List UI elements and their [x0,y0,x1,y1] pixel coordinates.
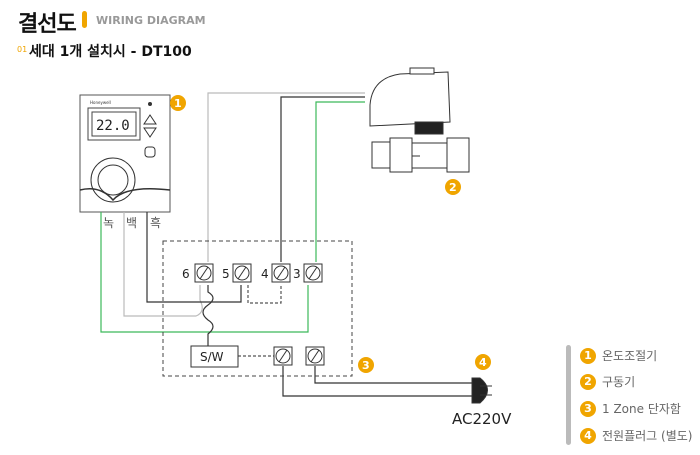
wire-label-white: 백 [126,216,138,230]
svg-text:2: 2 [449,181,457,194]
wire-label-black: 흑 [150,216,162,230]
svg-text:1: 1 [174,97,182,110]
section-number: 01 [17,45,28,54]
terminal-3-label: 3 [293,267,301,281]
badge-2: 2 [445,179,461,195]
power-plug-icon [471,377,492,404]
terminal-box [162,240,353,377]
terminal-5-label: 5 [222,267,230,281]
thermostat: 22.0 Honeywell [79,94,171,213]
switch-label: S/W [200,350,224,364]
power-wire-1 [282,366,472,397]
white-wire [123,212,203,317]
white-wire-valve [207,92,365,262]
title-accent-bar [82,11,87,28]
black-wire [146,212,242,303]
svg-text:4: 4 [479,356,487,369]
terminal-4-label: 4 [261,267,269,281]
badge-4: 4 [475,354,491,370]
thermostat-display: 22.0 [96,118,130,134]
page-title: 결선도 [18,12,77,37]
terminals [190,263,325,368]
page-subtitle: WIRING DIAGRAM [96,14,206,27]
badge-3: 3 [358,357,374,373]
power-label: AC220V [452,410,512,428]
power-wire-2 [314,366,472,384]
jumper-5-4 [247,285,282,304]
green-wire-valve [315,101,365,262]
sw-wire [202,285,214,346]
valve-actuator [369,67,470,173]
badge-1: 1 [170,95,186,111]
svg-text:3: 3 [362,359,370,372]
svg-text:Honeywell: Honeywell [90,100,111,105]
wire-label-green: 녹 [103,216,115,230]
black-wire-valve [280,96,365,262]
green-wire [100,212,309,333]
terminal-6-label: 6 [182,267,190,281]
legend-bar [566,345,571,445]
section-title: 세대 1개 설치시 - DT100 [29,44,192,60]
